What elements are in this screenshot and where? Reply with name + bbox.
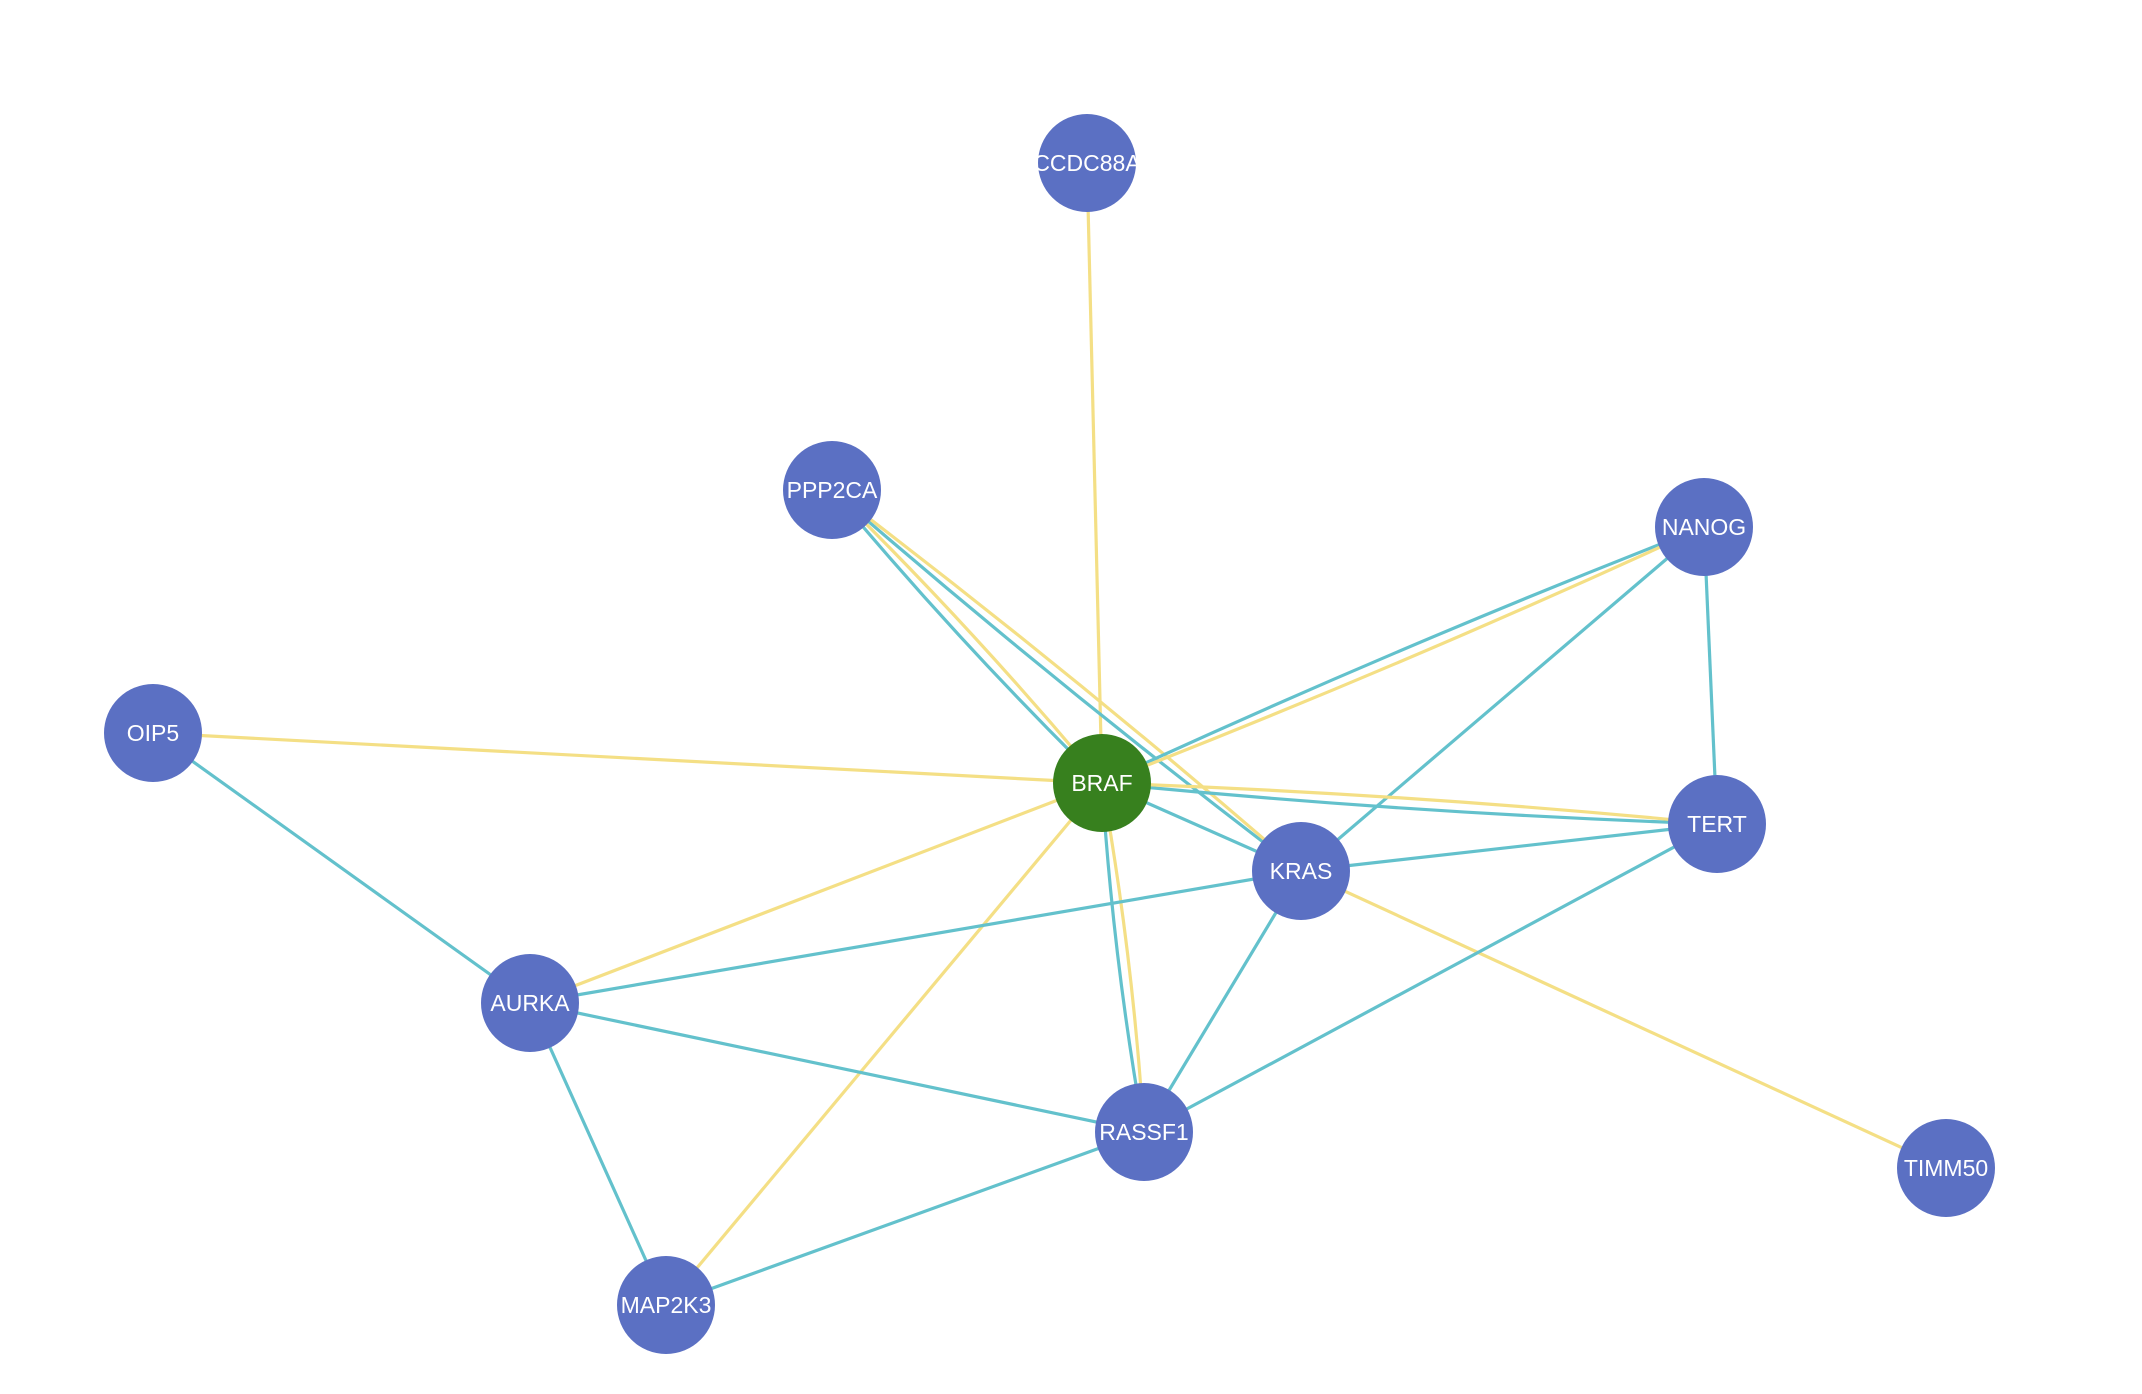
node-circle-kras[interactable] [1252,822,1350,920]
node-circle-rassf1[interactable] [1095,1083,1193,1181]
node-label-ccdc88a: CCDC88A [1033,150,1141,176]
node-label-braf: BRAF [1071,770,1132,796]
edge-braf-tert-yellow [1101,781,1718,826]
edge-oip5-aurka-teal [152,731,531,1005]
edge-ppp2ca-kras-teal [830,488,1302,873]
edge-braf-map2k3-yellow [664,781,1104,1307]
node-ccdc88a[interactable]: CCDC88A [1033,114,1141,212]
node-kras[interactable]: KRAS [1252,822,1350,920]
node-label-rassf1: RASSF1 [1099,1119,1188,1145]
node-circle-tert[interactable] [1668,775,1766,873]
edge-nanog-braf-yellow [1101,525,1705,785]
edge-ccdc88a-braf-yellow [1085,162,1104,784]
edge-nanog-braf-teal [1101,525,1705,785]
node-label-timm50: TIMM50 [1904,1155,1988,1181]
edge-nanog-kras-teal [1299,525,1706,873]
node-tert[interactable]: TERT [1668,775,1766,873]
edge-kras-aurka-teal [529,869,1302,1005]
edge-ppp2ca-braf-teal [830,488,1104,785]
node-timm50[interactable]: TIMM50 [1897,1119,1995,1217]
node-oip5[interactable]: OIP5 [104,684,202,782]
edge-aurka-map2k3-teal [528,1002,668,1306]
edges-layer [152,162,1947,1307]
edge-braf-aurka-yellow [529,781,1103,1005]
edge-rassf1-map2k3-teal [665,1130,1145,1307]
node-circle-oip5[interactable] [104,684,202,782]
node-braf[interactable]: BRAF [1053,734,1151,832]
edge-braf-tert-teal [1101,781,1718,826]
node-label-aurka: AURKA [490,990,570,1016]
edge-nanog-tert-teal [1702,526,1719,825]
node-aurka[interactable]: AURKA [481,954,579,1052]
node-circle-ppp2ca[interactable] [783,441,881,539]
edge-oip5-braf-yellow [152,731,1103,785]
node-circle-aurka[interactable] [481,954,579,1052]
edge-ppp2ca-braf-yellow [830,488,1104,785]
edge-kras-tert-teal [1300,822,1718,873]
node-circle-braf[interactable] [1053,734,1151,832]
node-label-ppp2ca: PPP2CA [787,477,878,503]
node-label-map2k3: MAP2K3 [621,1292,712,1318]
node-nanog[interactable]: NANOG [1655,478,1753,576]
node-map2k3[interactable]: MAP2K3 [617,1256,715,1354]
node-ppp2ca[interactable]: PPP2CA [783,441,881,539]
edge-braf-rassf1-yellow [1100,782,1146,1133]
node-circle-ccdc88a[interactable] [1038,114,1136,212]
node-label-nanog: NANOG [1662,514,1746,540]
node-circle-nanog[interactable] [1655,478,1753,576]
node-label-tert: TERT [1687,811,1747,837]
edge-ppp2ca-kras-yellow [831,488,1303,873]
node-circle-timm50[interactable] [1897,1119,1995,1217]
edge-kras-rassf1-teal [1142,870,1303,1133]
node-label-oip5: OIP5 [127,720,179,746]
edge-kras-timm50-yellow [1300,869,1947,1170]
node-circle-map2k3[interactable] [617,1256,715,1354]
node-label-kras: KRAS [1270,858,1333,884]
edge-braf-rassf1-teal [1100,782,1146,1133]
node-rassf1[interactable]: RASSF1 [1095,1083,1193,1181]
edge-aurka-rassf1-teal [529,1001,1145,1134]
edge-tert-rassf1-teal [1143,822,1718,1134]
